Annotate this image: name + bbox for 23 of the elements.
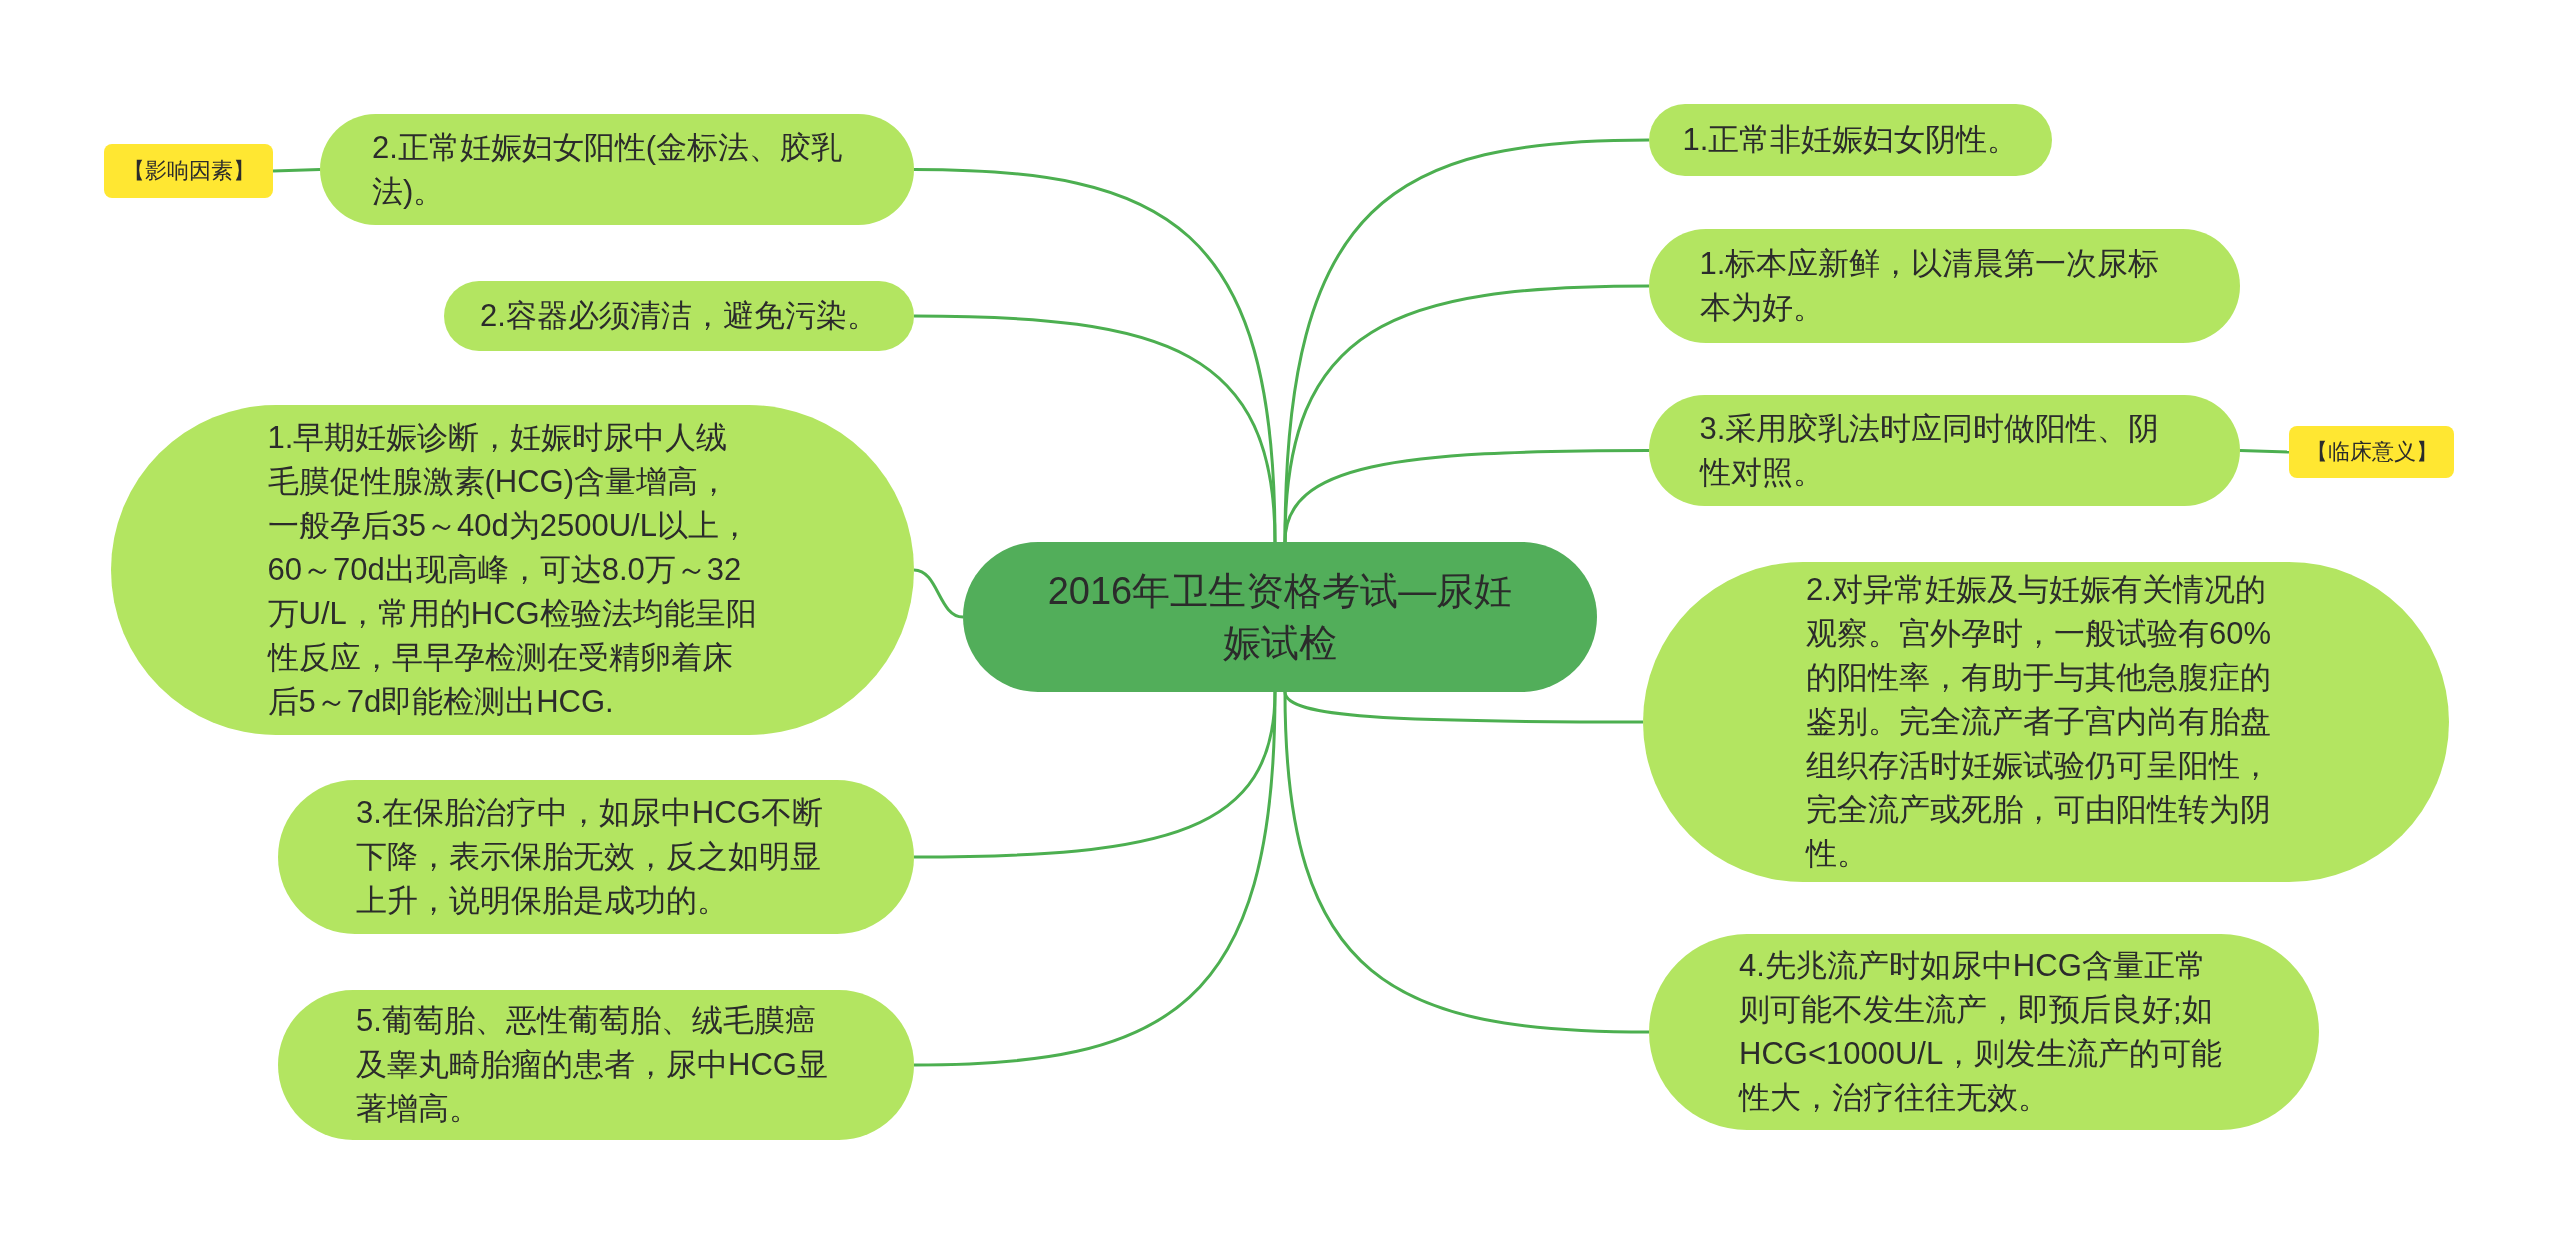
topic-text: 2.对异常妊娠及与妊娠有关情况的观察。宫外孕时，一般试验有60%的阳性率，有助于与其他急腹症的鉴别。完全流产者子宫内尚有胎盘组织存活时妊娠试验仍可呈阳性，完全流产或死胎，可由阳性转为阴性。 bbox=[1806, 571, 2273, 873]
connector-line bbox=[1283, 138, 1650, 543]
topic-text: 5.葡萄胎、恶性葡萄胎、绒毛膜癌及睾丸畸胎瘤的患者，尿中HCG显著增高。 bbox=[356, 1002, 829, 1128]
topic-text: 1.标本应新鲜，以清晨第一次尿标本为好。 bbox=[1699, 245, 2161, 327]
topic-text: 2.正常妊娠妇女阳性(金标法、胶乳法)。 bbox=[372, 128, 844, 211]
connector-line bbox=[1283, 691, 1650, 1034]
tag-text: 【临床意义】 bbox=[2305, 438, 2438, 466]
connector-line bbox=[913, 568, 964, 619]
topic-text: 4.先兆流产时如尿中HCG含量正常则可能不发生流产，即预后良好;如HCG<1000U/L，则发生流产的可能性大，治疗往往无效。 bbox=[1739, 947, 2224, 1117]
tag-box bbox=[2289, 426, 2454, 478]
topic-text: 1.正常非妊娠妇女阴性。 bbox=[1682, 121, 2019, 159]
tag-box bbox=[104, 144, 273, 198]
tag-text: 【影响因素】 bbox=[122, 157, 255, 185]
topic-text: 3.采用胶乳法时应同时做阳性、阴性对照。 bbox=[1699, 409, 2161, 492]
connector-line bbox=[913, 314, 1277, 543]
connector-line bbox=[1283, 449, 1649, 543]
topic-text: 1.早期妊娠诊断，妊娠时尿中人绒毛膜促性腺激素(HCG)含量增高，一般孕后35～40d为2500U/L以上，60～70d出现高峰，可达8.0万～32万U/L，常用的HCG检验法均能呈阳性反应，早早孕检测在受精卵着床后5～7d即能检测出HCG. bbox=[267, 419, 758, 721]
connector-line bbox=[272, 168, 321, 173]
topic-text: 2.容器必须清洁，避免污染。 bbox=[480, 297, 878, 335]
connector-line bbox=[913, 691, 1277, 1067]
central-topic-text: 2016年卫生资格考试—尿妊娠试检 bbox=[1046, 569, 1514, 666]
topic-text: 3.在保胎治疗中，如尿中HCG不断下降，表示保胎无效，反之如明显上升，说明保胎是成功的。 bbox=[356, 794, 824, 920]
connector-line bbox=[2239, 449, 2290, 454]
